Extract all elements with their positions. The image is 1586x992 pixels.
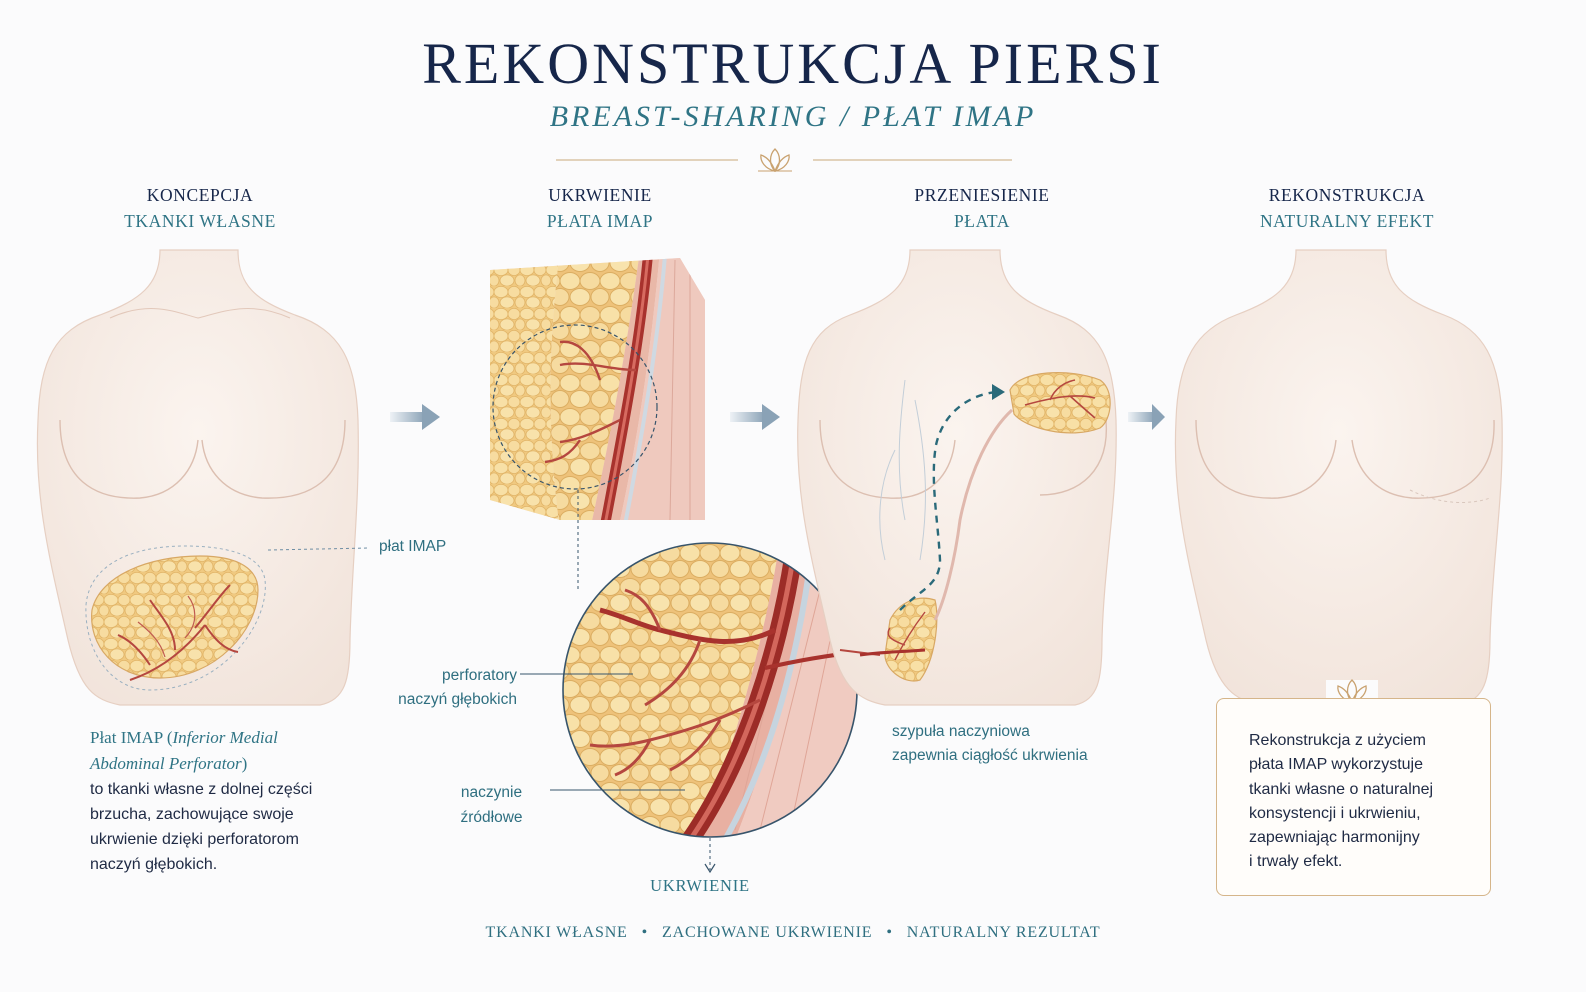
description-term-expansion: Abdominal Perforator (90, 754, 242, 773)
step-subtitle: TKANKI WŁASNE (124, 211, 276, 231)
bullet-separator: • (641, 924, 649, 941)
step-subtitle: PŁATA IMAP (546, 211, 654, 231)
callout-line: perforatory (442, 667, 517, 684)
magnified-detail-circle (520, 542, 858, 874)
summary-text: Rekonstrukcja z użyciem płata IMAP wykor… (1249, 729, 1479, 875)
callout-pedicle: szypuła naczyniowa zapewnia ciągłość ukr… (892, 720, 1088, 768)
page-subtitle: BREAST-SHARING / PŁAT IMAP (549, 100, 1037, 133)
callout-source-vessel: naczynie źródłowe (440, 780, 543, 830)
torso-figure-1 (36, 249, 371, 706)
callout-line: źródłowe (460, 809, 523, 826)
summary-box (1216, 698, 1491, 896)
summary-line: płata IMAP wykorzystuje (1249, 756, 1423, 774)
description-term: Płat IMAP ( (90, 728, 173, 747)
callout-line: szypuła naczyniowa (892, 723, 1030, 740)
callout-flap: płat IMAP (379, 538, 447, 555)
summary-line: zapewniając harmonijny (1249, 829, 1420, 847)
step-title: PRZENIESIENIE (914, 185, 1050, 205)
lotus-icon (758, 148, 792, 172)
description-term-line: Płat IMAP (Inferior Medial (90, 725, 360, 751)
step-header-2: UKRWIENIE PŁATA IMAP (450, 182, 750, 234)
summary-line: konsystencji i ukrwieniu, (1249, 804, 1421, 822)
arrow-right-icon (1128, 404, 1165, 430)
summary-line: tkanki własne o naturalnej (1249, 780, 1434, 798)
torso-figure-4 (1174, 249, 1503, 706)
summary-line: i trwały efekt. (1249, 853, 1343, 871)
callout-perforators: perforatory naczyń głębokich (370, 664, 517, 712)
description-term-expansion: Inferior Medial (172, 728, 278, 747)
description-imap: Płat IMAP (Inferior Medial Abdominal Per… (90, 725, 360, 877)
description-term-line: Abdominal Perforator) (90, 751, 360, 777)
bullet-separator: • (886, 924, 893, 941)
blood-supply-label: UKRWIENIE (650, 876, 750, 895)
arrow-right-icon (730, 404, 780, 430)
footer-item: NATURALNY REZULTAT (906, 924, 1101, 941)
arrow-right-icon (390, 404, 440, 430)
step-title: UKRWIENIE (548, 185, 652, 205)
callout-line: zapewnia ciągłość ukrwienia (892, 747, 1088, 764)
footer-tagline: TKANKI WŁASNE • ZACHOWANE UKRWIENIE • NATURA… (0, 924, 1586, 942)
description-line: to tkanki własne z dolnej części (90, 781, 313, 798)
callout-line: naczyń głębokich (398, 691, 517, 708)
description-line: ukrwienie dzięki perforatorom (90, 831, 299, 848)
torso-figure-3 (797, 249, 1117, 706)
step-subtitle: NATURALNY EFEKT (1259, 211, 1435, 231)
page-title: REKONSTRUKCJA PIERSI (422, 31, 1164, 96)
step-subtitle: PŁATA (953, 211, 1011, 231)
description-line: naczyń głębokich. (90, 856, 218, 873)
tissue-section-panel-2 (490, 258, 705, 590)
step-title: REKONSTRUKCJA (1268, 185, 1426, 205)
footer-item: ZACHOWANE UKRWIENIE (662, 924, 873, 941)
description-line: brzucha, zachowujące swoje (90, 806, 294, 823)
step-header-4: REKONSTRUKCJA NATURALNY EFEKT (1197, 182, 1497, 234)
callout-line: naczynie (460, 784, 523, 801)
summary-line: Rekonstrukcja z użyciem (1249, 732, 1426, 749)
step-header-1: KONCEPCJA TKANKI WŁASNE (50, 182, 350, 234)
step-title: KONCEPCJA (146, 185, 254, 205)
step-header-3: PRZENIESIENIE PŁATA (832, 182, 1132, 234)
footer-item: TKANKI WŁASNE (485, 924, 628, 941)
description-term-close: ) (241, 754, 248, 773)
